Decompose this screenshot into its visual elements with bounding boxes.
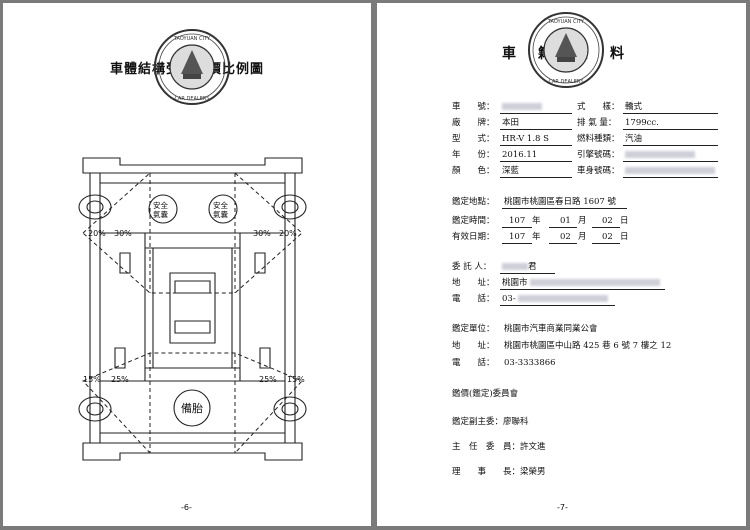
unit-month-2: 月 xyxy=(578,232,587,242)
pct-front-right-outer: 20% xyxy=(279,229,297,238)
style-value: 轎式 xyxy=(625,102,643,112)
org-address-value: 桃園市桃園區中山路 425 巷 6 號 7 樓之 12 xyxy=(504,341,672,351)
spare-tire-circle xyxy=(173,389,211,427)
front-right-wheel xyxy=(273,194,307,220)
client-phone-prefix: 03- xyxy=(502,294,516,304)
org-address-label: 地 址： xyxy=(452,341,495,351)
plate-label: 車 號： xyxy=(452,102,495,112)
chair-line: 主 任 委 員：許文進 xyxy=(452,442,546,452)
org-phone-value: 03-3333866 xyxy=(504,358,556,368)
fuel-value: 汽油 xyxy=(625,134,643,144)
spare-tire-label: 備胎 xyxy=(181,402,203,415)
engine-value-redacted xyxy=(625,149,695,162)
valid-month: 02 xyxy=(560,232,571,242)
brand-value: 本田 xyxy=(502,118,520,128)
vehicle-frame-diagram xyxy=(78,157,307,461)
committee-heading: 鑑價(鑑定)委員會 xyxy=(452,389,519,399)
displacement-value: 1799cc. xyxy=(625,118,659,128)
valid-date-label: 有效日期： xyxy=(452,232,495,242)
left-page: 車體結構受損折價比例圖 TAOYUAN CITY CAR DEALERS xyxy=(3,3,371,526)
unit-day-1: 日 xyxy=(620,216,629,226)
svg-text:TAOYUAN CITY: TAOYUAN CITY xyxy=(173,36,211,42)
displacement-label: 排 氣 量： xyxy=(577,118,617,128)
client-name-value: 君 xyxy=(502,261,537,274)
client-phone-label: 電 話： xyxy=(452,294,495,304)
rear-bumper-frame xyxy=(82,442,303,461)
client-address-prefix: 桃園市 xyxy=(502,278,528,288)
year-value: 2016.11 xyxy=(502,150,538,160)
client-name-suffix: 君 xyxy=(528,262,537,272)
color-value: 深藍 xyxy=(502,166,520,176)
svg-text:CAR DEALERS: CAR DEALERS xyxy=(175,96,210,102)
airbag-left-circle xyxy=(148,194,178,224)
model-label: 型 式： xyxy=(452,134,495,144)
rear-left-wheel xyxy=(78,396,112,422)
page-number-right: -7- xyxy=(557,503,568,512)
engine-label: 引擎號碼： xyxy=(577,150,620,160)
style-label: 式 樣： xyxy=(577,102,620,112)
valid-year: 107 xyxy=(509,232,526,242)
pct-front-left-outer: 20% xyxy=(88,229,106,238)
pct-rear-right-outer: 15% xyxy=(287,375,305,384)
client-address-label: 地 址： xyxy=(452,278,495,288)
page-number-left: -6- xyxy=(181,503,192,512)
pct-rear-left-outer: 15% xyxy=(83,375,101,384)
unit-year-2: 年 xyxy=(532,232,541,242)
appraisal-place-value: 桃園市桃園區春日路 1607 號 xyxy=(504,197,617,207)
airbag-right-label: 安全氣囊 xyxy=(213,201,228,219)
client-address-value: 桃園市 xyxy=(502,277,660,290)
right-page: 車籍資料 TAOYUAN CITY CAR DEALERS 車 號： 式 樣： … xyxy=(377,3,746,526)
model-value: HR-V 1.8 S xyxy=(502,134,549,144)
rear-right-wheel xyxy=(273,396,307,422)
vice-chair-line: 鑑定副主委：廖聯科 xyxy=(452,417,529,427)
association-seal-right: TAOYUAN CITY CAR DEALERS xyxy=(528,12,604,88)
front-left-wheel xyxy=(78,194,112,220)
pct-rear-left-inner: 25% xyxy=(111,375,129,384)
unit-month-1: 月 xyxy=(578,216,587,226)
appraisal-time-label: 鑑定時間： xyxy=(452,216,495,226)
year-label: 年 份： xyxy=(452,150,495,160)
director-line: 理 事 長：梁榮男 xyxy=(452,467,546,477)
brand-label: 廠 牌： xyxy=(452,118,495,128)
plate-value-redacted xyxy=(502,101,542,114)
pct-rear-right-inner: 25% xyxy=(259,375,277,384)
valid-day: 02 xyxy=(602,232,613,242)
org-phone-label: 電 話： xyxy=(452,358,495,368)
front-bumper-frame xyxy=(82,157,303,174)
pct-front-left-inner: 30% xyxy=(114,229,132,238)
unit-day-2: 日 xyxy=(620,232,629,242)
appraisal-time-day: 02 xyxy=(602,216,613,226)
unit-year-1: 年 xyxy=(532,216,541,226)
vin-label: 車身號碼： xyxy=(577,166,620,176)
airbag-left-label: 安全氣囊 xyxy=(153,201,168,219)
appraisal-time-month: 01 xyxy=(560,216,571,226)
svg-text:TAOYUAN CITY: TAOYUAN CITY xyxy=(547,19,585,25)
appraisal-place-label: 鑑定地點： xyxy=(452,197,495,207)
association-seal: TAOYUAN CITY CAR DEALERS xyxy=(154,29,230,105)
vin-value-redacted xyxy=(625,165,715,178)
appraisal-time-year: 107 xyxy=(509,216,526,226)
fuel-label: 燃料種類： xyxy=(577,134,620,144)
color-label: 顏 色： xyxy=(452,166,495,176)
pct-front-right-inner: 30% xyxy=(253,229,271,238)
org-unit-value: 桃園市汽車商業同業公會 xyxy=(504,324,598,334)
org-unit-label: 鑑定單位： xyxy=(452,324,495,334)
client-phone-value: 03- xyxy=(502,293,608,306)
airbag-right-circle xyxy=(208,194,238,224)
svg-text:CAR DEALERS: CAR DEALERS xyxy=(549,79,584,85)
client-name-label: 委 託 人： xyxy=(452,262,492,272)
